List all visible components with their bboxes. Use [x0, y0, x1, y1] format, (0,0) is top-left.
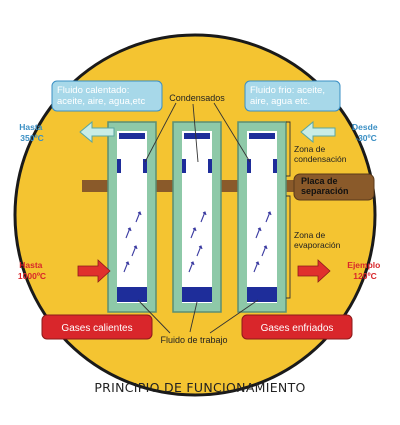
up-to-1000-label: Hasta 1000ºC	[18, 260, 46, 281]
hot-gases-box	[41, 314, 153, 340]
hot-gases-label: Gases calientes	[61, 323, 132, 334]
condensation-zone-label: Zona de condensación	[294, 144, 347, 164]
condensates-label: Condensados	[169, 93, 225, 103]
right-outflow-arrow	[297, 259, 331, 283]
heat-pipe-1	[107, 121, 157, 313]
working-fluid-leaders	[137, 299, 259, 334]
zone-brackets	[286, 121, 291, 299]
diagram-caption: PRINCIPIO DE FUNCIONAMIENTO	[94, 380, 306, 395]
condensates-leaders	[144, 102, 251, 163]
up-to-350-label: Hasta 350ºC	[19, 122, 45, 143]
hot-fluid-box	[51, 80, 163, 112]
cooled-gases-label: Gases enfriados	[261, 323, 334, 334]
left-inflow-arrow	[77, 259, 111, 283]
evaporation-zone-label: Zona de evaporación	[294, 230, 341, 250]
heat-pipe-2	[172, 121, 222, 313]
heat-pipe-3	[237, 121, 287, 313]
example-120-label: Ejemplo 120ºC	[347, 260, 382, 281]
from-minus-30-label: Desde -30ºC	[352, 122, 380, 143]
hot-fluid-label: Fluido calentado: aceite, aire, agua,etc	[57, 85, 145, 107]
vapor-arrows	[123, 211, 272, 273]
right-inflow-arrow	[300, 120, 336, 144]
cooled-gases-box	[241, 314, 353, 340]
separation-plate-box	[293, 173, 375, 201]
cold-fluid-label: Fluido frio: aceite, aire, agua etc.	[250, 85, 328, 107]
cold-fluid-box	[244, 80, 341, 112]
left-outflow-arrow	[79, 120, 115, 144]
separation-plate-label: Placa de separación	[301, 176, 349, 196]
working-fluid-label: Fluido de trabajo	[160, 335, 227, 345]
